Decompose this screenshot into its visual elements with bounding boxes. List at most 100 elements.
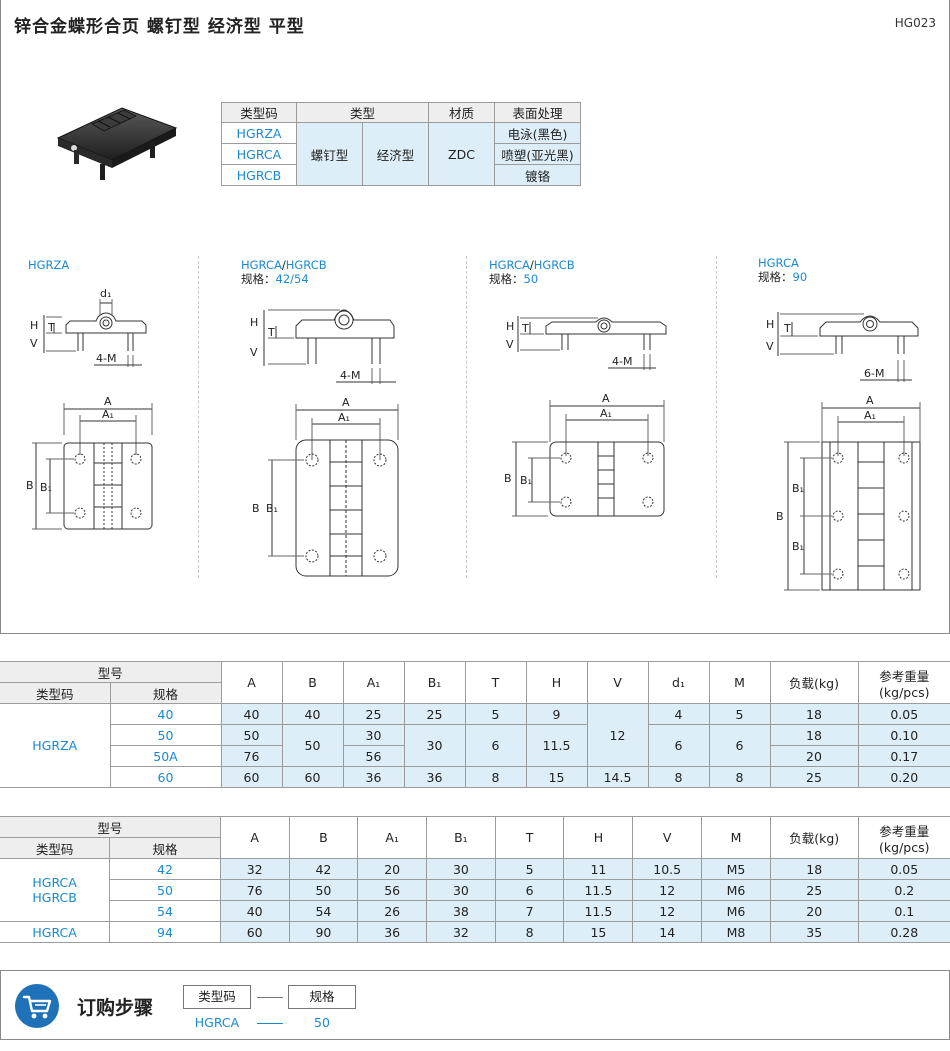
value-cell: 26 — [357, 900, 428, 922]
dim-m-label: 6-M — [864, 367, 884, 380]
column-header: B — [288, 816, 359, 859]
dim-h-label: H — [30, 319, 38, 332]
value-cell: 10.5 — [632, 858, 703, 880]
spec-cell: 42 — [109, 858, 221, 880]
weight-header-line2: (kg/pcs) — [879, 839, 930, 855]
value-cell: 8 — [464, 766, 527, 788]
drawing-hgrza: d₁ H T V 4-M A A₁ B B₁ — [26, 287, 153, 530]
value-cell: 7 — [494, 900, 565, 922]
column-header: A — [220, 661, 283, 704]
value-cell: 15 — [525, 766, 588, 788]
dim-v-label: V — [250, 346, 258, 359]
drawing-hgrca-42-54: H T V 4-M A A₁ B B₁ — [250, 309, 399, 577]
variant-label-hgrza: HGRZA — [28, 258, 69, 272]
dim-t-label: T — [521, 322, 529, 335]
dim-a1-label: A₁ — [338, 411, 350, 424]
dim-v-label: V — [506, 338, 514, 351]
value-cell: 0.28 — [857, 921, 950, 943]
value-cell: 40 — [281, 703, 344, 725]
divider — [716, 256, 717, 578]
variant-code: HGRCA — [758, 256, 799, 270]
value-cell: 20 — [769, 900, 859, 922]
type-code-cell: HGRZA — [0, 703, 111, 788]
dim-m-label: 4-M — [340, 369, 360, 382]
order-type-code-example: HGRCA — [194, 1015, 240, 1030]
dim-m-label: 4-M — [612, 355, 632, 368]
value-cell: 8 — [708, 766, 771, 788]
variant-code: HGRCA — [241, 258, 282, 272]
model-group-header: 型号 — [0, 661, 222, 683]
dim-a-label: A — [866, 394, 874, 407]
weight-header-line2: (kg/pcs) — [879, 684, 930, 700]
dim-b1-label: B₁ — [792, 482, 804, 495]
column-header: T — [494, 816, 565, 859]
variant-code: HGRCB — [285, 258, 327, 272]
spec-cell: 50 — [109, 879, 221, 901]
value-cell: 18 — [769, 858, 859, 880]
column-header: V — [586, 661, 649, 704]
dim-h-label: H — [766, 318, 774, 331]
type-code-cell: HGRZA — [221, 122, 297, 144]
type-code-cell: HGRCA — [221, 143, 297, 165]
value-cell: 0.10 — [857, 724, 950, 746]
dim-b1-label: B₁ — [40, 481, 52, 494]
order-spec-example: 50 — [314, 1015, 330, 1030]
variant-code: HGRCB — [533, 258, 575, 272]
value-cell: 30 — [403, 724, 466, 767]
column-header: d₁ — [647, 661, 710, 704]
order-title: 订购步骤 — [77, 997, 154, 1019]
spec-subheader: 规格 — [109, 837, 221, 859]
dim-h-label: H — [506, 320, 514, 333]
column-header: A₁ — [342, 661, 405, 704]
value-cell: 0.17 — [857, 745, 950, 767]
value-cell: 20 — [769, 745, 859, 767]
value-cell: 60 — [220, 766, 283, 788]
value-cell: 11.5 — [525, 724, 588, 767]
material-header: 材质 — [428, 102, 495, 123]
value-cell: 90 — [288, 921, 359, 943]
drawing-hgrca-50: H T V 4-M A A₁ B B₁ — [504, 316, 667, 517]
dim-t-label: T — [783, 322, 791, 335]
value-cell: 36 — [403, 766, 466, 788]
spec-cell: 50 — [109, 724, 222, 746]
value-cell: 11 — [563, 858, 634, 880]
column-header: B₁ — [426, 816, 496, 859]
column-header: M — [701, 816, 771, 859]
value-cell: 25 — [769, 879, 859, 901]
value-cell: 0.05 — [857, 858, 950, 880]
variant-spec-label: 规格： — [758, 270, 793, 284]
value-cell: 54 — [288, 900, 359, 922]
value-cell: 32 — [426, 921, 496, 943]
type-code-subheader: 类型码 — [0, 837, 111, 859]
dim-m-label: 4-M — [96, 352, 116, 365]
value-cell: 18 — [769, 724, 859, 746]
variant-code: HGRCA — [489, 258, 530, 272]
divider — [198, 256, 199, 578]
value-cell: 38 — [426, 900, 496, 922]
order-connector — [257, 1023, 283, 1024]
value-cell: 6 — [647, 724, 710, 767]
value-cell: M8 — [701, 921, 771, 943]
value-cell: 11.5 — [563, 900, 634, 922]
value-cell: 18 — [769, 703, 859, 725]
type-code-text: HGRCA — [32, 875, 77, 890]
column-header: H — [525, 661, 588, 704]
table-row: 60 60 60 36 36 8 15 14.5 8 8 25 0.20 — [0, 766, 950, 788]
value-cell: 14.5 — [586, 766, 649, 788]
spec-cell: 54 — [109, 900, 221, 922]
dim-t-label: T — [47, 321, 55, 334]
type-code-cell: HGRCA — [0, 921, 111, 943]
value-cell: 76 — [219, 879, 290, 901]
column-header: A₁ — [357, 816, 428, 859]
value-cell: 50 — [220, 724, 283, 746]
variant-separator: / — [281, 258, 286, 272]
value-cell: 5 — [494, 858, 565, 880]
variant-label-hgrca-hgrcb-50: HGRCA/HGRCB 规格：50 — [489, 258, 575, 286]
variant-separator: / — [529, 258, 534, 272]
dim-t-label: T — [267, 326, 275, 339]
value-cell: 42 — [288, 858, 359, 880]
column-header: T — [464, 661, 527, 704]
weight-header: 参考重量(kg/pcs) — [857, 661, 950, 704]
order-steps-panel: 订购步骤 类型码 规格 HGRCA 50 — [0, 970, 950, 1040]
